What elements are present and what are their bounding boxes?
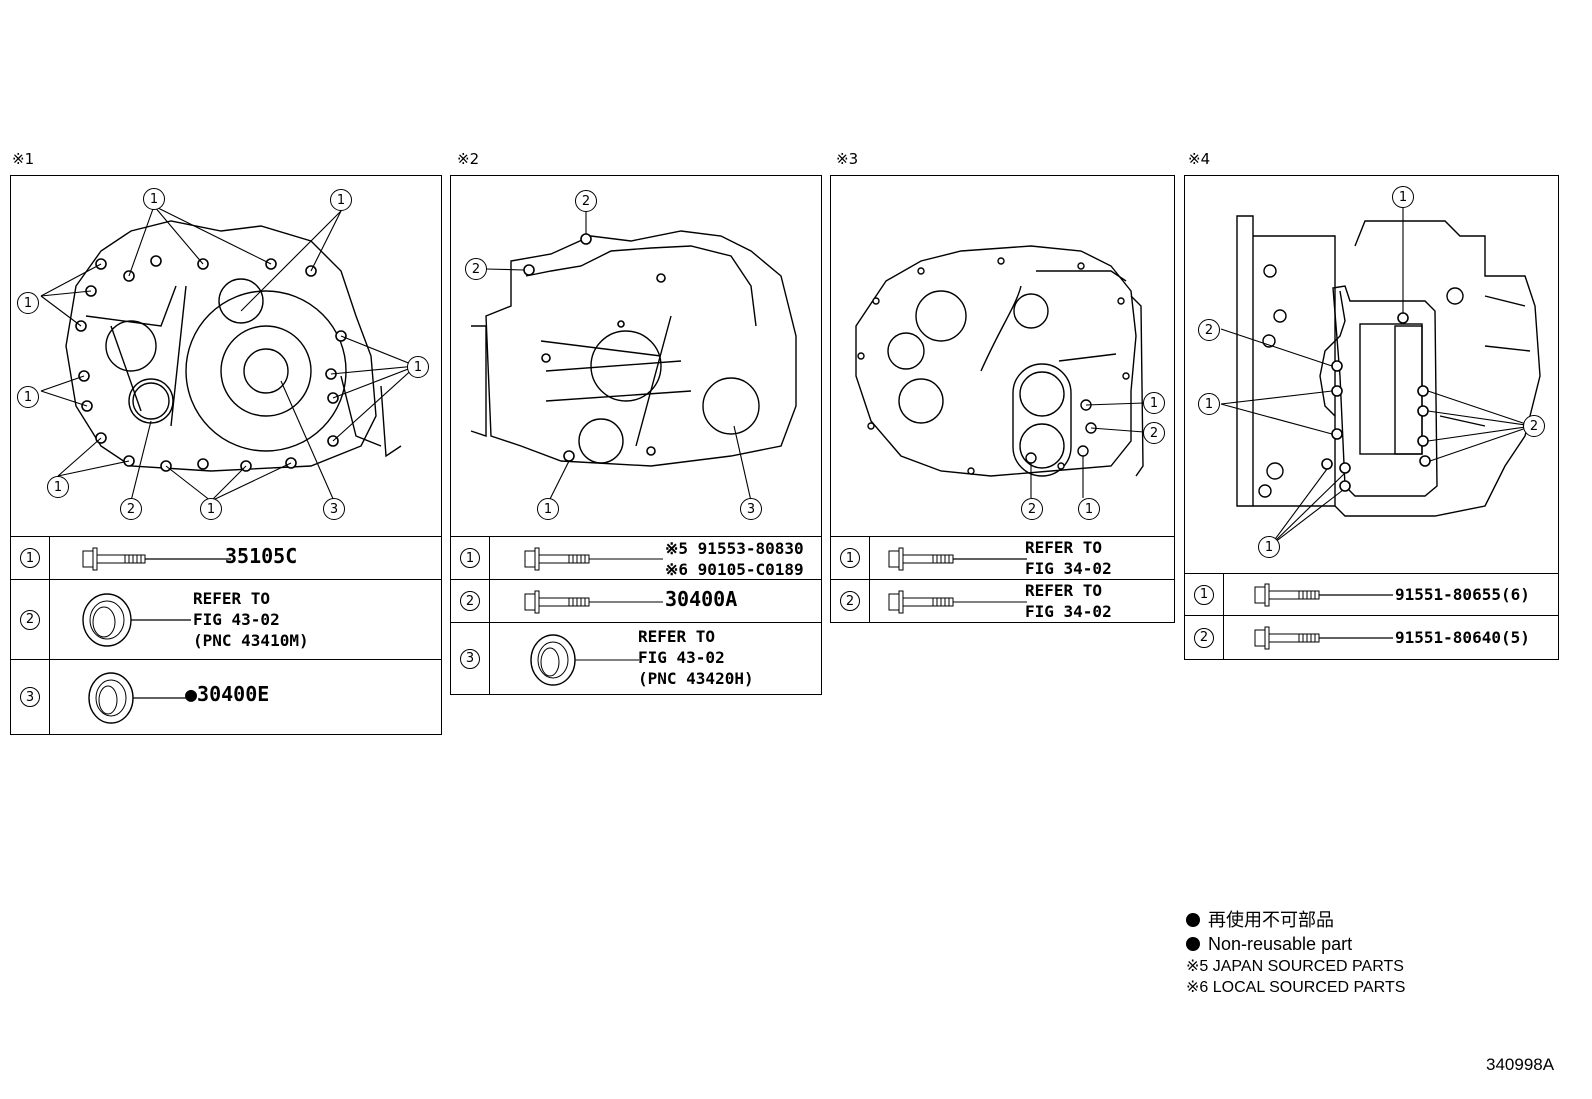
parts-row-1: 1 91551-80655(6)	[1185, 573, 1558, 615]
legend-note-5: ※5 JAPAN SOURCED PARTS	[1186, 958, 1404, 975]
callout-3: 3	[323, 498, 345, 520]
callout-1: 1	[17, 386, 39, 408]
legend-non-reusable-jp: 再使用不可部品	[1186, 908, 1405, 932]
parts-row-2: 2 91551-80640(5)	[1185, 615, 1558, 659]
transaxle-case-drawing	[40, 205, 417, 502]
part-reference[interactable]: REFER TO FIG 34-02	[1025, 581, 1112, 621]
section-label-4: ※4	[1188, 150, 1211, 168]
part-reference[interactable]: REFER TO FIG 43-02 (PNC 43420H)	[638, 627, 754, 688]
oil-seal-icon	[88, 672, 187, 724]
parts-row-2: 2 30400A	[451, 579, 821, 622]
oil-pan-drawing	[1220, 208, 1541, 547]
callout-2: 2	[575, 190, 597, 212]
legend-non-reusable-en: Non-reusable part	[1186, 932, 1405, 956]
item-number: 1	[20, 548, 40, 568]
bolt-icon	[82, 547, 231, 571]
section-label-2: ※2	[457, 150, 480, 168]
parts-row-1: 1 35105C	[11, 536, 441, 579]
section-label-3: ※3	[836, 150, 859, 168]
callout-2: 2	[1143, 422, 1165, 444]
callout-2: 2	[120, 498, 142, 520]
transaxle-side-diagram: 2 2 1 3	[451, 176, 821, 536]
callout-1: 1	[17, 292, 39, 314]
callout-1: 1	[1392, 186, 1414, 208]
item-number: 2	[1194, 627, 1214, 648]
callout-2: 2	[1198, 319, 1220, 341]
parts-row-3: 3 ●30400E	[11, 659, 441, 734]
callout-1: 1	[1078, 498, 1100, 520]
oil-seal-icon	[82, 593, 191, 647]
part-number-qty[interactable]: 91551-80640(5)	[1395, 628, 1530, 647]
non-reusable-marker: ●	[185, 682, 198, 706]
figure-id: 340998A	[1486, 1055, 1555, 1074]
part-number[interactable]: 35105C	[225, 544, 298, 568]
callout-2: 2	[1523, 415, 1545, 437]
item-number: 1	[840, 548, 860, 568]
callout-1: 1	[47, 476, 69, 498]
part-number-qty[interactable]: 91551-80655(6)	[1395, 585, 1530, 604]
transaxle-case-diagram: 1 1 1 1 1 1 1 2 3	[11, 176, 441, 536]
transmission-cover-drawing	[855, 245, 1145, 498]
callout-1: 1	[1143, 392, 1165, 414]
item-number: 1	[460, 548, 480, 568]
callout-1: 1	[200, 498, 222, 520]
callout-2: 2	[465, 258, 487, 280]
parts-row-3: 3 REFER TO FIG 43-02 (PNC 43420H)	[451, 622, 821, 694]
panel-3: 1 2 2 1 1 REFER TO FIG 34-02 2 REFER TO …	[830, 175, 1175, 623]
bolt-icon	[888, 547, 1027, 571]
section-label-1: ※1	[12, 150, 35, 168]
parts-row-1: 1 ※5 91553-80830 ※6 90105-C0189	[451, 536, 821, 579]
item-number: 3	[20, 687, 40, 707]
part-reference[interactable]: REFER TO FIG 34-02	[1025, 538, 1112, 578]
parts-row-2: 2 REFER TO FIG 34-02	[831, 579, 1174, 622]
callout-1: 1	[537, 498, 559, 520]
item-number: 2	[20, 609, 40, 630]
item-number: 3	[460, 648, 480, 669]
callout-1: 1	[1198, 393, 1220, 415]
callout-1: 1	[407, 356, 429, 378]
parts-row-2: 2 REFER TO FIG 43-02 (PNC 43410M)	[11, 579, 441, 659]
filled-circle-icon	[1186, 937, 1200, 951]
transmission-cover-diagram: 1 2 2 1	[831, 176, 1174, 536]
filled-circle-icon	[1186, 913, 1200, 927]
item-number: 2	[460, 591, 480, 611]
part-reference[interactable]: REFER TO FIG 43-02 (PNC 43410M)	[193, 589, 309, 650]
panel-4: 1 2 1 2 1 1 91551-80655(6) 2 91551-80640…	[1184, 175, 1559, 660]
callout-1: 1	[143, 188, 165, 210]
callout-1: 1	[330, 189, 352, 211]
callout-3: 3	[740, 498, 762, 520]
panel-1: 1 1 1 1 1 1 1 2 3 1 35105C 2 REFER TO FI…	[10, 175, 442, 735]
legend-note-6: ※6 LOCAL SOURCED PARTS	[1186, 979, 1406, 996]
oil-pan-diagram: 1 2 1 2 1	[1185, 176, 1558, 576]
parts-row-1: 1 REFER TO FIG 34-02	[831, 536, 1174, 579]
transaxle-side-drawing	[470, 212, 797, 502]
bolt-icon	[1254, 583, 1393, 607]
legend: 再使用不可部品 Non-reusable part ※5 JAPAN SOURC…	[1186, 908, 1405, 998]
bolt-icon	[888, 590, 1027, 614]
bolt-icon	[524, 547, 663, 571]
panel-2: 2 2 1 3 1 ※5 91553-80830 ※6 90105-C0189 …	[450, 175, 822, 695]
part-number-non-reusable[interactable]: ●30400E	[185, 682, 270, 706]
callout-1: 1	[1258, 536, 1280, 558]
callout-2: 2	[1021, 498, 1043, 520]
part-number[interactable]: 30400A	[665, 587, 738, 611]
bolt-icon	[524, 590, 663, 614]
bolt-icon	[1254, 626, 1393, 650]
item-number: 1	[1194, 584, 1214, 605]
oil-seal-icon	[530, 634, 639, 686]
item-number: 2	[840, 591, 860, 611]
part-numbers-sourced[interactable]: ※5 91553-80830 ※6 90105-C0189	[665, 539, 804, 579]
